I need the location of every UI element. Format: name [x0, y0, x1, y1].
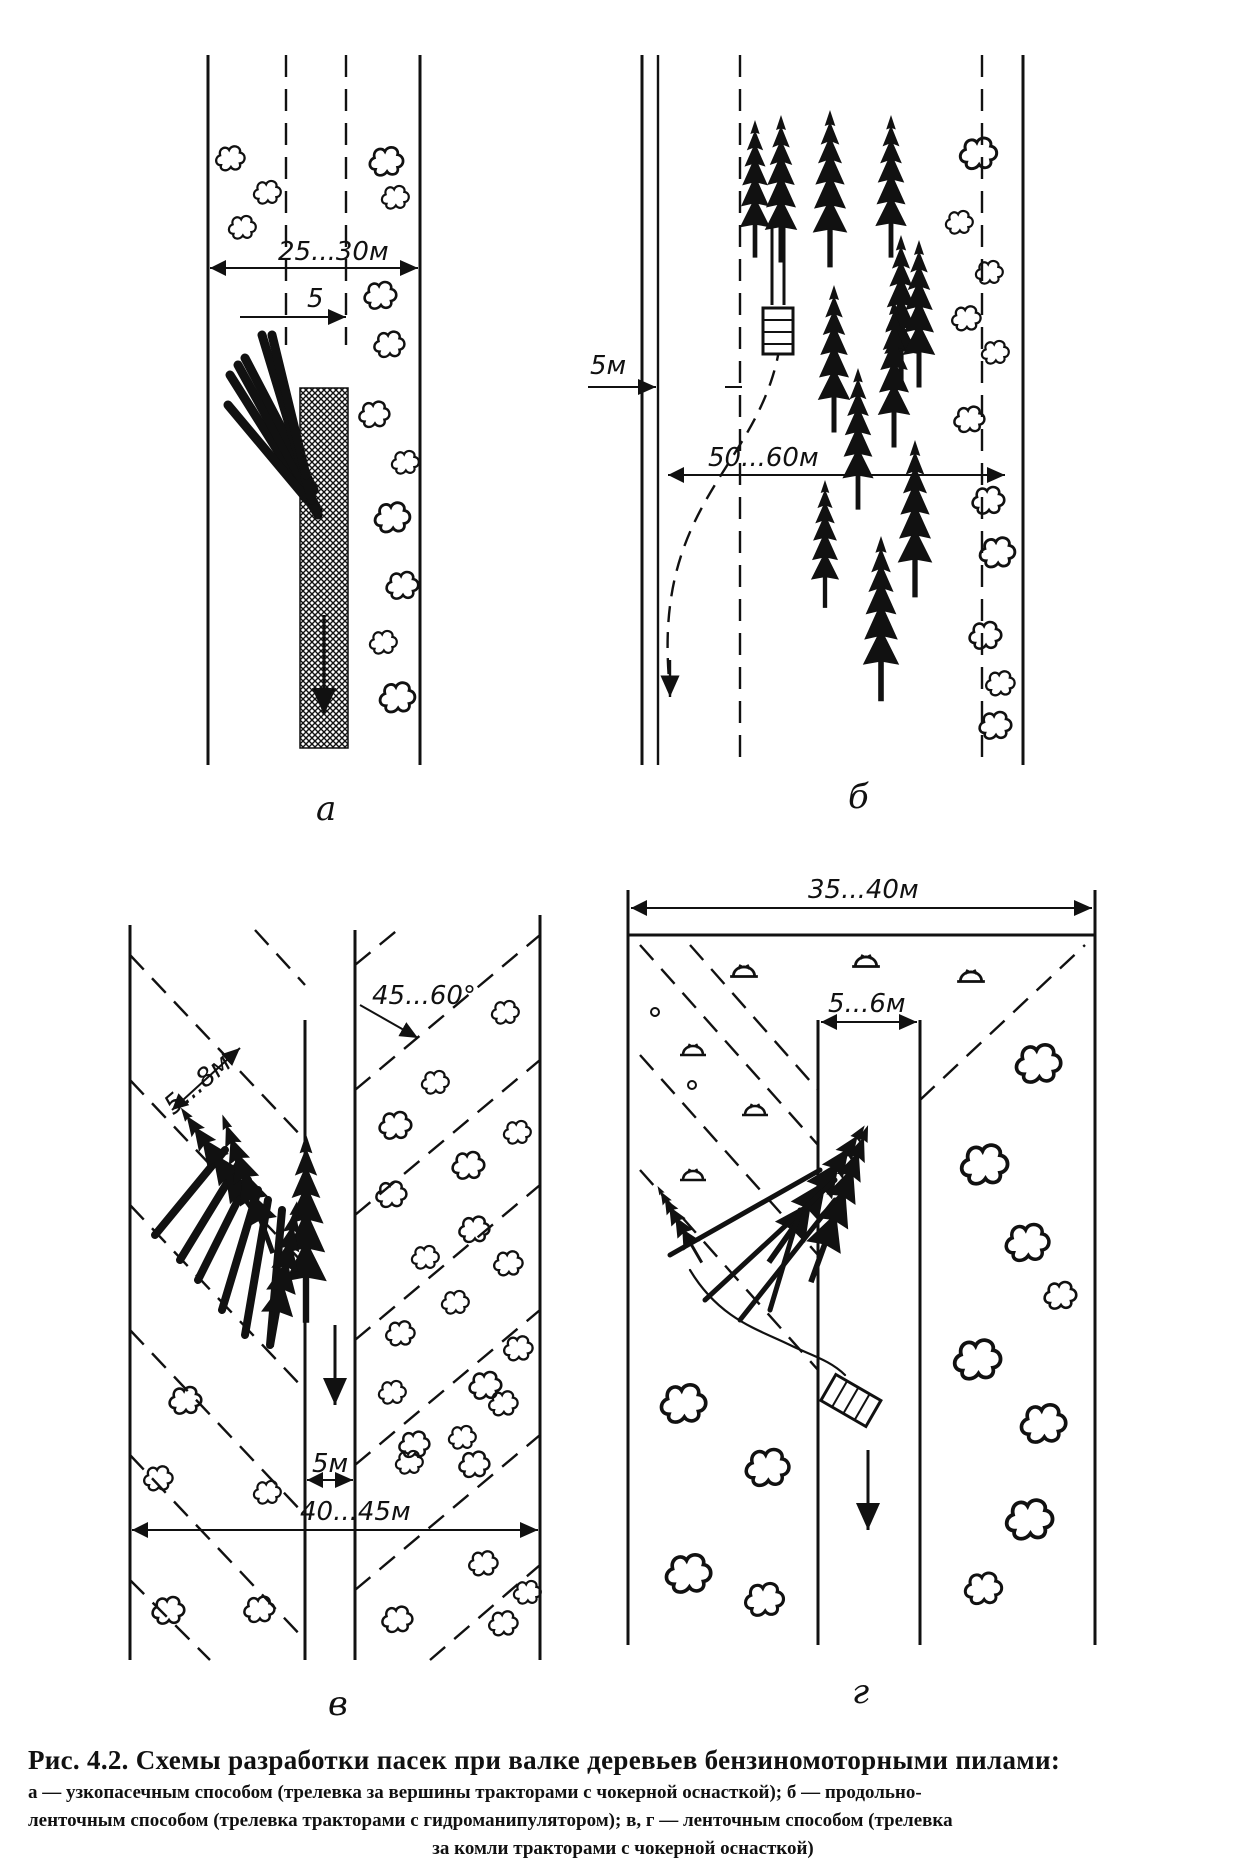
bush-icon	[944, 136, 1017, 740]
caption-line: а — узкопасечным способом (трелевка за в…	[28, 1782, 922, 1803]
panel-g-width-label: 35...40м	[808, 875, 919, 905]
panel-b-letter: б	[848, 777, 869, 817]
panel-v-strip-label: 5м	[312, 1449, 348, 1479]
panel-v-letter: в	[328, 1684, 348, 1724]
panel-v-angle-label: 45...60°	[372, 981, 476, 1011]
cutting-schemes-figure: 25...30м 5 а	[128, 55, 1097, 1724]
caption-line: ленточным способом (трелевка тракторами …	[28, 1810, 953, 1831]
caption-line: за комли тракторами с чокерной оснасткой…	[432, 1838, 814, 1859]
panel-a-width-label: 25...30м	[278, 237, 389, 267]
panel-a-letter: а	[316, 789, 336, 829]
panel-b-width-label: 50...60м	[708, 443, 819, 473]
caption-title: Рис. 4.2. Схемы разработки пасек при вал…	[28, 1745, 1061, 1775]
tractor-icon	[818, 1372, 883, 1429]
spruce-icon	[739, 110, 936, 702]
figure-caption: Рис. 4.2. Схемы разработки пасек при вал…	[28, 1745, 1218, 1860]
panel-g: 35...40м 5...6м г	[626, 875, 1097, 1712]
panel-g-strip-label: 5...6м	[828, 989, 906, 1019]
tractor-icon	[761, 220, 795, 356]
panel-b-offset-label: 5м	[590, 351, 626, 381]
panel-v: 45...60° 5...8м 5м 40...45м в	[128, 915, 542, 1724]
panel-a-strip-label: 5	[307, 284, 324, 314]
stump-icon	[650, 953, 987, 1182]
panel-a: 25...30м 5 а	[206, 55, 422, 829]
panel-g-letter: г	[852, 1672, 869, 1712]
panel-v-width-label: 40...45м	[300, 1497, 411, 1527]
panel-v-band-label: 5...8м	[159, 1048, 238, 1121]
panel-b: 5м 50...60м б	[588, 55, 1025, 817]
